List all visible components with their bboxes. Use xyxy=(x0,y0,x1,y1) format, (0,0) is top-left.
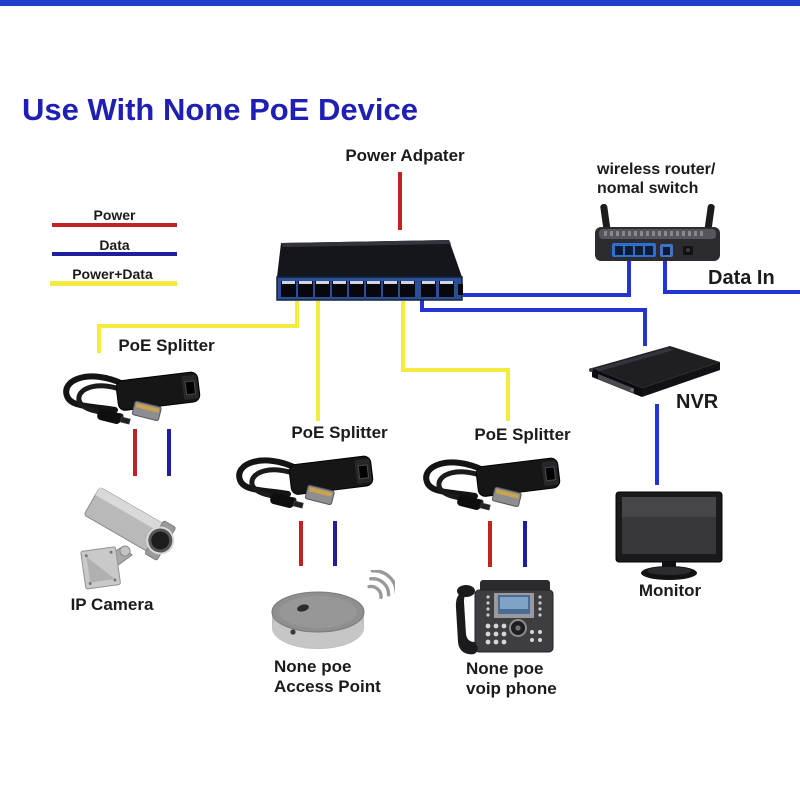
power-adapter-label: Power Adpater xyxy=(345,146,465,165)
poe-splitter3-graphic xyxy=(423,457,561,511)
poe-switch-graphic xyxy=(276,240,463,301)
data-in-line-h xyxy=(663,290,800,294)
monitor-label: Monitor xyxy=(638,581,702,600)
poe-run1-h xyxy=(97,324,299,328)
splitter3-label: PoE Splitter xyxy=(474,425,571,444)
router-label-line1: wireless router/ xyxy=(597,161,716,178)
switch-nvr-line-h xyxy=(420,308,647,312)
wifi-signal-icon xyxy=(367,570,395,600)
ip-camera-graphic xyxy=(80,487,176,590)
access-point-label: None poe Access Point xyxy=(274,657,381,697)
monitor-graphic xyxy=(615,491,723,580)
switch-router-line-h xyxy=(463,293,631,297)
poe-run2-v xyxy=(316,301,320,421)
switch-nvr-line-v1 xyxy=(420,299,424,312)
splitter3-data-line xyxy=(523,521,527,567)
splitter2-data-line xyxy=(333,521,337,566)
splitter1-power-line xyxy=(133,429,137,476)
splitter2-label: PoE Splitter xyxy=(291,423,388,442)
splitter1-label: PoE Splitter xyxy=(118,336,215,355)
data-in-label: Data In xyxy=(708,267,775,289)
nvr-monitor-line xyxy=(655,404,659,485)
poe-run3-h xyxy=(401,368,510,372)
ip-camera-label: IP Camera xyxy=(70,595,154,614)
splitter3-power-line xyxy=(488,521,492,567)
legend-data-line xyxy=(52,252,177,256)
nvr-graphic xyxy=(589,346,720,397)
poe-splitter1-graphic xyxy=(63,371,201,425)
power-feed-line xyxy=(398,172,402,230)
switch-nvr-line-v2 xyxy=(643,308,647,346)
router-label-line2: nomal switch xyxy=(597,180,699,197)
title-divider xyxy=(0,0,800,6)
router-label: wireless router/ nomal switch xyxy=(597,160,715,198)
wireless-router-graphic xyxy=(595,203,720,261)
voip-phone-graphic xyxy=(455,580,554,655)
legend-power-label: Power xyxy=(93,207,136,223)
voip-phone-label-line2: voip phone xyxy=(466,679,557,698)
switch-router-line-v xyxy=(627,256,631,297)
access-point-label-line1: None poe xyxy=(274,657,352,676)
splitter2-power-line xyxy=(299,521,303,566)
poe-run3-v1 xyxy=(401,301,405,372)
voip-phone-label: None poe voip phone xyxy=(466,659,557,699)
legend-power-line xyxy=(52,223,177,227)
poe-splitter2-graphic xyxy=(236,455,374,509)
poe-run1-v2 xyxy=(97,324,101,353)
voip-phone-label-line1: None poe xyxy=(466,659,544,678)
legend-power-data-label: Power+Data xyxy=(72,266,153,282)
nvr-label: NVR xyxy=(676,391,719,413)
legend-power-data-line xyxy=(50,281,177,286)
poe-run1-v1 xyxy=(295,301,299,328)
access-point-label-line2: Access Point xyxy=(274,677,381,696)
access-point-graphic xyxy=(271,570,395,649)
page-title: Use With None PoE Device xyxy=(22,92,418,127)
data-in-line-v xyxy=(663,258,667,294)
poe-run3-v2 xyxy=(506,368,510,421)
splitter1-data-line xyxy=(167,429,171,476)
legend-data-label: Data xyxy=(99,237,130,253)
